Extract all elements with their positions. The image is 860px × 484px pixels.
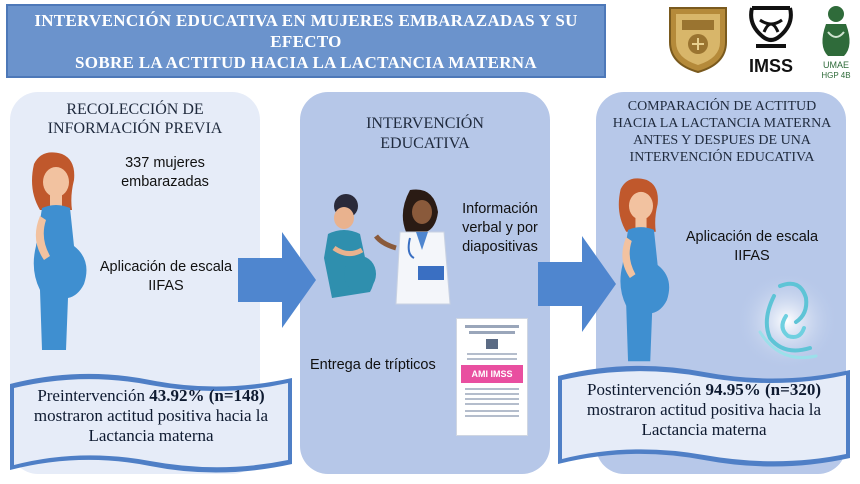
panel-2-title-line-2: EDUCATIVA [380,135,470,152]
brochure-line [465,403,519,405]
panel-3-title-line-1: COMPARACIÓN DE ACTITUD [627,99,817,114]
university-crest-logo [669,7,727,74]
brochure-line [465,393,519,395]
result-post-line-3: Lactancia materna [641,420,767,439]
brochure-badge: AMI IMSS [461,365,523,383]
title-line-2: SOBRE LA ACTITUD HACIA LA LACTANCIA MATE… [75,52,537,72]
brochure-line [465,398,519,400]
panel-2-title-line-1: INTERVENCIÓN [366,115,484,132]
brochure-line [465,325,519,328]
panel-3-title-line-3: ANTES Y DESPUES DE UNA [633,133,811,148]
pregnant-woman-icon [618,178,670,362]
verbal-info-line-2: verbal y por [462,220,538,236]
panel-3-title-line-2: HACIA LA LACTANCIA MATERNA [612,116,832,131]
panel-1-title-line-1: RECOLECCIÓN DE [66,101,204,118]
brochure-line [467,353,517,355]
scale-application-pre-line-2: IIFAS [148,278,184,294]
result-pre-value: 43.92% (n=148) [149,386,265,405]
patient-doctor-illustration [324,189,451,305]
result-ribbon-pre [10,373,292,473]
scale-application-post-line-1: Aplicación de escala [685,229,819,245]
panel-3-title: COMPARACIÓN DE ACTITUD HACIA LA LACTANCI… [602,98,842,166]
scale-application-pre: Aplicación de escala IIFAS [86,258,246,296]
title-line-1: INTERVENCIÓN EDUCATIVA EN MUJERES EMBARA… [34,10,578,51]
pregnant-woman-icon [32,152,87,350]
panel-2-title: INTERVENCIÓN EDUCATIVA [310,114,540,154]
result-pre-line-3: Lactancia materna [88,426,214,445]
result-pre-prefix: Preintervención [37,386,150,405]
result-pre-line-2: mostraron actitud positiva hacia la [33,406,269,425]
result-post-line-2: mostraron actitud positiva hacia la [586,400,822,419]
panel-1-title: RECOLECCIÓN DE INFORMACIÓN PREVIA [20,100,250,138]
brochure-emblem-icon [486,339,498,349]
title-banner: INTERVENCIÓN EDUCATIVA EN MUJERES EMBARA… [6,4,606,78]
umae-logo-line-2: HGP 4B [821,71,850,80]
verbal-info-line-1: Información [462,201,538,217]
brochure-document: AMI IMSS [456,318,528,436]
umae-logo-line-1: UMAE [823,60,849,70]
brochure-line [465,410,519,412]
brochure-line [465,388,519,390]
arrow-right-icon [238,232,316,328]
scale-application-post-line-2: IIFAS [734,248,770,264]
breastfeeding-icon [740,276,834,366]
imss-logo-text: IMSS [749,56,793,76]
imss-logo: IMSS [742,2,800,78]
scale-application-post: Aplicación de escala IIFAS [672,228,832,266]
result-post-prefix: Postintervención [587,380,706,399]
panel-3-title-line-4: INTERVENCIÓN EDUCATIVA [629,150,815,165]
result-post-value: 94.95% (n=320) [705,380,821,399]
participants-count: 337 mujeres embarazadas [100,154,230,192]
result-post-text: Postintervención 94.95% (n=320) mostraro… [562,380,846,440]
arrow-right-icon [538,236,616,332]
verbal-info-text: Información verbal y por diapositivas [450,200,550,257]
verbal-info-line-3: diapositivas [462,239,538,255]
scale-application-pre-line-1: Aplicación de escala [99,259,233,275]
brochure-line [467,358,517,360]
umae-logo: UMAE HGP 4B [821,6,851,80]
participants-count-line-2: embarazadas [121,174,209,190]
result-pre-text: Preintervención 43.92% (n=148) mostraron… [14,386,288,446]
brochure-delivery-label: Entrega de trípticos [310,357,436,373]
result-ribbon-post [558,365,850,467]
participants-count-line-1: 337 mujeres [125,155,205,171]
panel-1-title-line-2: INFORMACIÓN PREVIA [47,120,223,137]
brochure-line [465,415,519,417]
brochure-line [469,331,515,334]
